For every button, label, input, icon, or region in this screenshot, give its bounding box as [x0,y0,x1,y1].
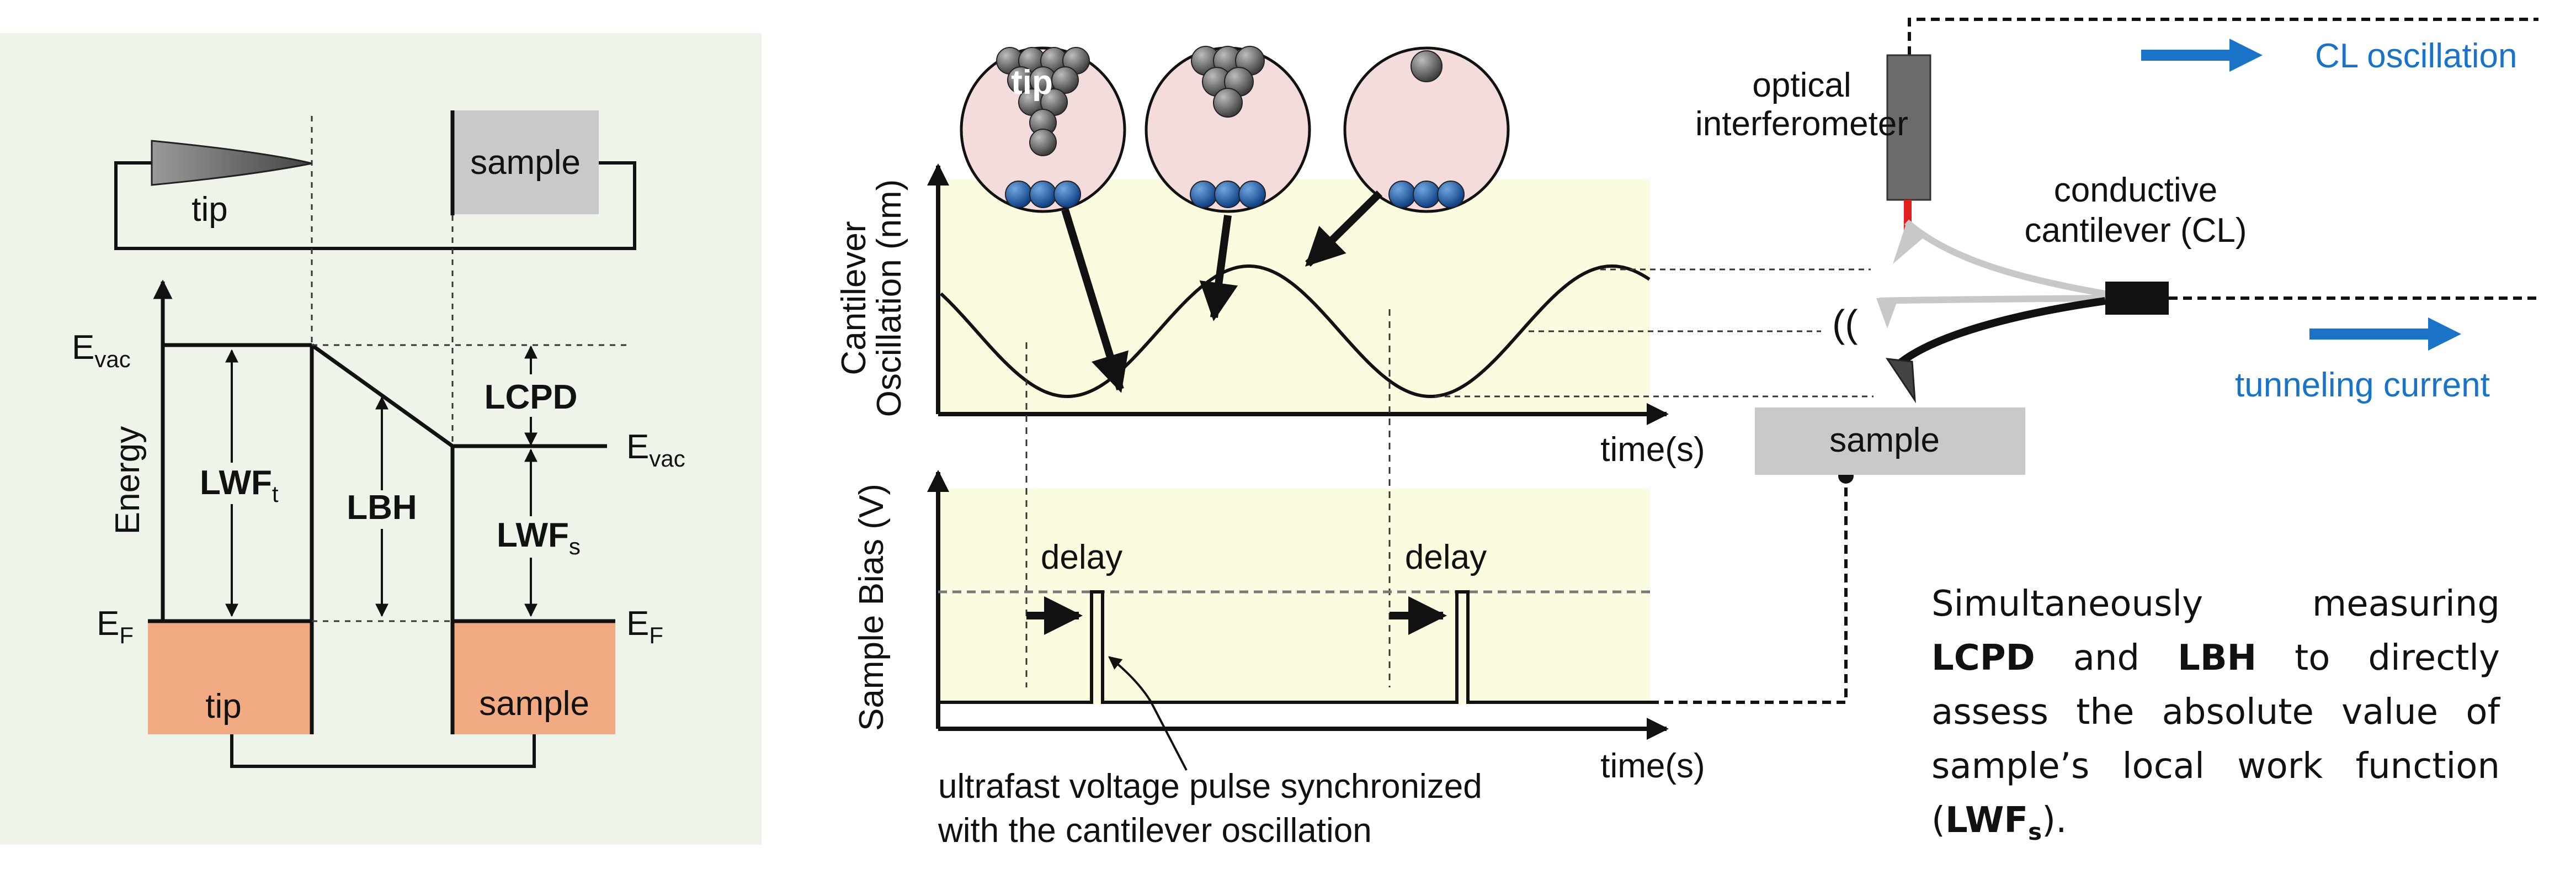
substrate-atom [1388,181,1416,208]
energy-axis-label: Energy [109,426,147,534]
substrate-atom [1437,181,1465,208]
interferometer-label-2: interferometer [1695,105,1908,143]
pulse-caption-line2: with the cantilever oscillation [938,812,1372,850]
delay-label-1: delay [1041,538,1122,576]
cantilever-ghost-mid [1878,295,2106,304]
lbh-label-bg [349,490,415,529]
tunneling-current-label: tunneling current [2235,366,2490,404]
substrate-atom [1190,181,1217,208]
oscillation-curve [939,264,1651,398]
osc-y-label-2: Oscillation (nm) [870,179,908,417]
cl-oscillation-arrowhead [2229,39,2263,72]
cantilever-main [1896,297,2106,368]
sample-block-label: sample [479,685,589,723]
ef-right-label: EF [626,605,663,648]
oscillation-plot-background [938,179,1650,414]
pulse-pointer [1108,656,1188,771]
vibration-marks: (( [1832,302,1858,345]
snapshot-far: tip [960,46,1126,213]
evac-left-label: Evac [72,329,131,372]
time-label-top: time(s) [1600,431,1705,469]
sample-label: sample [1829,421,1940,459]
cantilever-ghost-tip-upper [1893,222,1927,264]
snapshot-arrow-2 [1199,215,1238,321]
circuit-sample-box [453,110,599,214]
cantilever-tip [1885,358,1916,404]
bias-plot-background [938,489,1650,704]
substrate-atom [1053,181,1081,208]
lbh-label: LBH [347,489,417,527]
cantilever-ghost-tip-mid [1876,298,1898,329]
substrate-atom [1005,181,1032,208]
cantilever-label-1: conductive [2054,171,2217,209]
substrate-atom [1029,181,1057,208]
snapshot-near [1343,46,1510,213]
snapshot-arrow-3 [1305,190,1382,267]
sample-fermi-block [453,621,615,734]
substrate-atom [1238,181,1266,208]
instrument-panel: optical interferometer CL oscillation co… [1435,18,2538,704]
lcpd-label: LCPD [485,378,578,416]
lwft-label-bg [196,463,268,504]
cantilever-chip [2105,282,2169,315]
evac-right-label: Evac [626,428,685,472]
tip-atom [1411,50,1443,82]
tunneling-arrowhead [2428,317,2461,351]
bias-y-label: Sample Bias (V) [853,484,891,731]
energy-diagram-panel: tip sample Energy tip sample Evac EF [0,33,762,845]
snapshot-mid [1145,46,1311,213]
delay-label-2: delay [1405,538,1487,576]
sample-box [1755,407,2025,475]
interferometer-label-1: optical [1752,66,1851,104]
tip-block-label: tip [205,687,241,725]
substrate-atom [1413,181,1440,208]
measurement-timing-panel: Cantilever Oscillation (nm) time(s) Samp… [835,46,1705,850]
cl-oscillation-label: CL oscillation [2315,37,2517,75]
circuit-wire [114,161,636,250]
bias-connection-line [1650,478,1848,704]
ef-left-label: EF [97,605,134,648]
substrate-atom [1214,181,1242,208]
bias-pulse-signal [938,590,1650,704]
cantilever-label-2: cantilever (CL) [2024,211,2247,250]
barrier-slope [310,343,454,448]
bottom-wire [230,734,536,768]
time-label-bottom: time(s) [1600,747,1705,785]
cl-signal-line [1908,18,2538,55]
tip-atom [1213,88,1243,118]
tip-atom [1051,66,1079,94]
tip-atom [1029,129,1057,156]
lwft-label: LWFt [200,464,279,507]
circuit-tip-label: tip [191,190,227,229]
snapshot-arrow-1 [1061,208,1129,393]
lwfs-label-bg [493,516,570,558]
tip-fermi-block [148,621,312,734]
description-text: Simultaneously measuring LCPD and LBH to… [1931,584,2500,845]
pulse-caption-line1: ultrafast voltage pulse synchronized [938,767,1482,806]
snapshot-tip-label: tip [1011,63,1053,102]
osc-y-label-1: Cantilever [835,221,873,375]
circuit-sample-label: sample [470,144,581,182]
lwfs-label: LWFs [497,516,581,559]
